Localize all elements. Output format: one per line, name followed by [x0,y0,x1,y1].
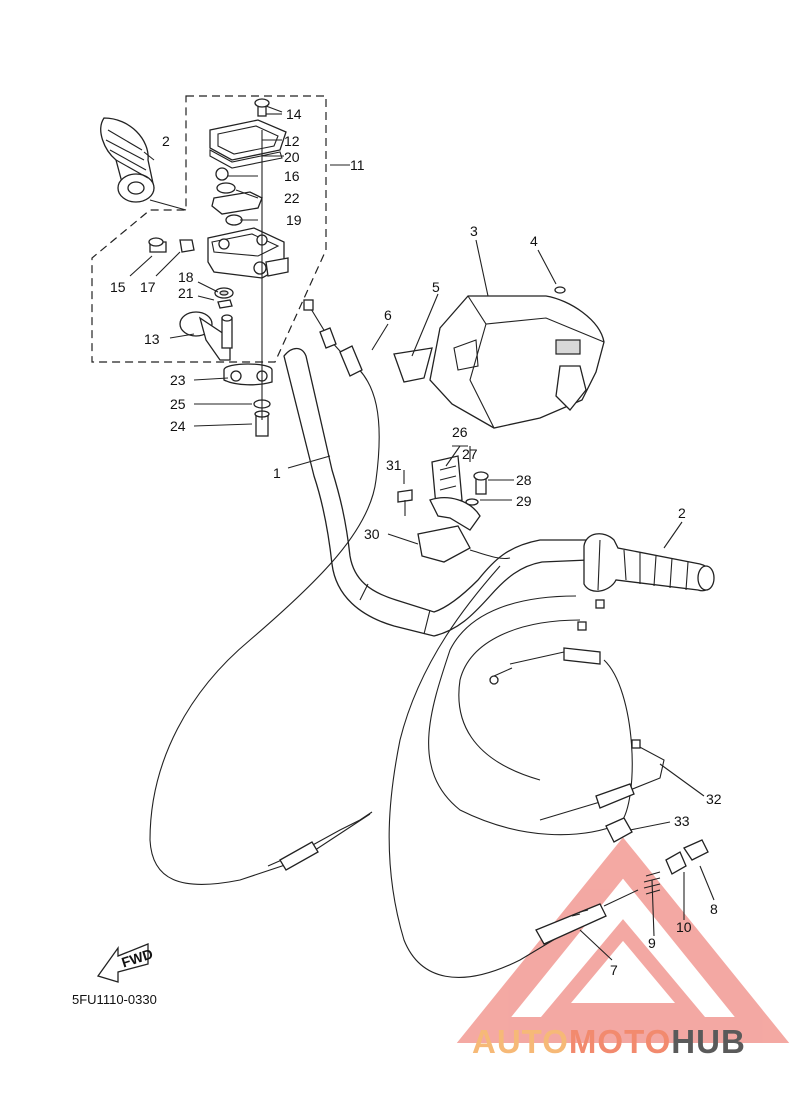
callout-label: 3 [470,223,478,239]
svg-text:AUTOMOTOHUB: AUTOMOTOHUB [472,1023,746,1060]
handlebar [283,347,589,637]
watermark-brand-text: AUTOMOTOHUB [472,1023,746,1060]
callout-label: 5 [432,279,440,295]
brake-lever [179,311,233,361]
callout-label: 11 [350,157,365,173]
callout-label: 4 [530,233,538,249]
washers [214,287,234,309]
callout-label: 1 [273,465,281,481]
callout-label: 2 [162,133,170,149]
callout-label: 33 [674,813,690,829]
callout-label: 24 [170,418,186,434]
diagram-code: 5FU1110-0330 [72,992,157,1007]
callout-label: 19 [286,212,302,228]
callout-label: 25 [170,396,186,412]
callout-label: 26 [452,424,468,440]
callout-label: 30 [364,526,380,542]
callout-label: 15 [110,279,126,295]
callout-label: 23 [170,372,186,388]
subassembly-boundary [91,95,327,363]
callout-label: 9 [648,935,656,951]
callout-label: 12 [284,133,300,149]
leader-lines [129,113,715,961]
switch-assembly [397,455,511,563]
callout-label: 29 [516,493,532,509]
callout-label: 13 [144,331,160,347]
watermark-part-hub: HUB [671,1023,746,1060]
bolt-and-nut [148,237,195,253]
callout-label: 22 [284,190,300,206]
callout-label: 10 [676,919,692,935]
callout-label: 21 [178,285,194,301]
handlebar-cover [393,286,605,429]
master-cylinder-body [207,227,289,279]
callout-label: 7 [610,962,618,978]
callout-label: 8 [710,901,718,917]
callout-label: 31 [386,457,402,473]
callout-label: 17 [140,279,156,295]
cables [149,299,709,978]
callout-label: 16 [284,168,300,184]
callout-label: 14 [286,106,302,122]
fwd-arrow-icon: FWD [96,943,155,983]
watermark-triangle-logo [456,837,790,1043]
right-grip [583,533,715,592]
callout-label: 6 [384,307,392,323]
watermark-part-moto: MOTO [569,1023,671,1060]
callout-label: 27 [462,446,478,462]
callout-label: 28 [516,472,532,488]
callout-labels: 1 2 2 3 4 5 6 7 8 9 10 11 12 13 14 15 16… [110,106,722,978]
callout-label: 20 [284,149,300,165]
callout-label: 18 [178,269,194,285]
callout-label: 32 [706,791,722,807]
cylinder-cover-parts [209,98,287,226]
watermark-part-auto: AUTO [472,1023,569,1060]
left-grip [100,117,187,211]
callout-label: 2 [678,505,686,521]
